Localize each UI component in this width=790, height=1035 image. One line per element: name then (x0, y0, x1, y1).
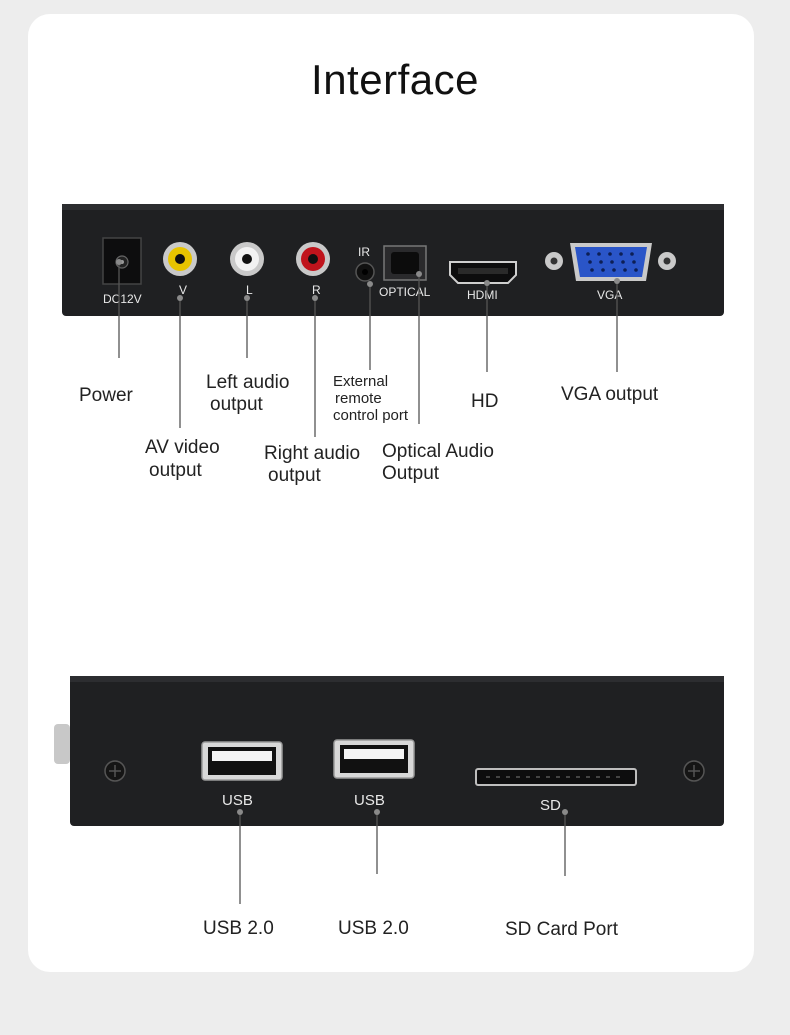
ir-jack (355, 262, 375, 282)
vga-pin (599, 260, 603, 264)
optical-audio-label-line1: Optical Audio (382, 441, 494, 462)
top-leader-lines (116, 259, 620, 437)
av-video-label-line1: AV video (145, 437, 220, 458)
usb1-callout-label: USB 2.0 (203, 918, 274, 939)
rca-left-audio-jack (230, 242, 264, 276)
usb-port-1 (201, 741, 283, 781)
r-port-label: R (312, 283, 321, 297)
hd-label: HD (471, 391, 499, 412)
dc-power-jack (102, 237, 142, 285)
av-video-label-line2: output (149, 460, 202, 481)
vga-port-label: VGA (597, 288, 622, 302)
sd-card-callout-label: SD Card Port (505, 919, 618, 940)
right-audio-label-line2: output (268, 465, 321, 486)
sd-port-label: SD (540, 797, 561, 814)
vga-pin (612, 268, 616, 272)
hdmi-port (449, 261, 517, 284)
usb1-port-label: USB (222, 792, 253, 809)
external-remote-label-line1: External (333, 373, 389, 390)
v-port-label: V (179, 283, 187, 297)
rca-right-audio-jack (296, 242, 330, 276)
dc-port-label: DC12V (103, 292, 142, 306)
l-port-label: L (246, 283, 253, 297)
right-audio-label-line1: Right audio (264, 443, 361, 464)
vga-pin (632, 260, 636, 264)
hdmi-port-label: HDMI (467, 288, 498, 302)
optical-port-label: OPTICAL (379, 285, 431, 299)
left-audio-label-line2: output (210, 394, 263, 415)
right-screw (683, 760, 705, 782)
vga-output-label: VGA output (561, 384, 659, 405)
vga-pin (630, 252, 634, 256)
vga-pin (621, 260, 625, 264)
vga-pin (590, 268, 594, 272)
vga-pin (597, 252, 601, 256)
optical-audio-label-line2: Output (382, 463, 440, 484)
vga-pin (588, 260, 592, 264)
usb-port-2 (333, 739, 415, 779)
rca-video-jack (163, 242, 197, 276)
vga-pin (610, 260, 614, 264)
left-screw (104, 760, 126, 782)
external-remote-label-line3: control port (333, 407, 409, 424)
left-audio-label-line1: Left audio (206, 372, 290, 393)
vga-pins (586, 252, 638, 272)
page-title: Interface (311, 56, 479, 103)
vga-pin (619, 252, 623, 256)
vga-pin (634, 268, 638, 272)
external-remote-label-line2: remote (335, 390, 382, 407)
vga-pin (608, 252, 612, 256)
ir-port-label: IR (358, 245, 370, 259)
usb2-port-label: USB (354, 792, 385, 809)
power-label: Power (79, 385, 133, 406)
vga-pin (623, 268, 627, 272)
bottom-leader-lines (237, 809, 568, 904)
vga-pin (586, 252, 590, 256)
usb2-callout-label: USB 2.0 (338, 918, 409, 939)
sd-card-slot (475, 768, 637, 786)
vga-pin (601, 268, 605, 272)
